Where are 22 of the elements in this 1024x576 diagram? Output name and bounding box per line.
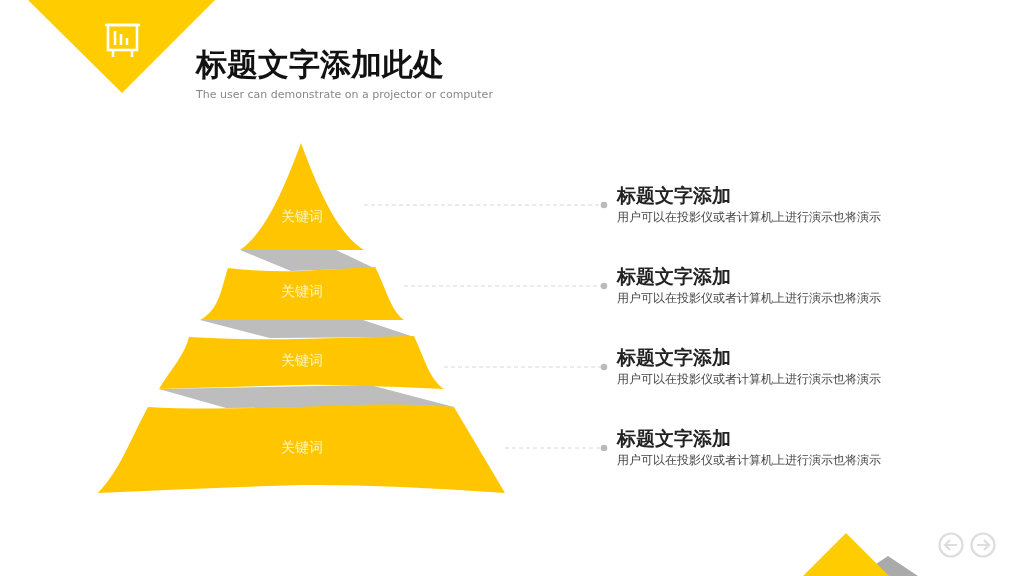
keyword-label: 关键词: [281, 207, 323, 225]
pyramid-layer: [159, 334, 444, 389]
leader-line: [403, 282, 608, 290]
pyramid-layer: [98, 402, 505, 494]
item-heading: 标题文字添加: [617, 183, 732, 208]
item-description: 用户可以在投影仪或者计算机上进行演示也将演示: [617, 290, 882, 307]
item-description: 用户可以在投影仪或者计算机上进行演示也将演示: [617, 452, 882, 469]
item-description: 用户可以在投影仪或者计算机上进行演示也将演示: [617, 209, 882, 226]
pyramid-layer: [200, 267, 404, 320]
leader-line: [504, 444, 608, 452]
item-heading: 标题文字添加: [617, 264, 732, 289]
slide-title: 标题文字添加此处: [196, 45, 444, 84]
item-heading: 标题文字添加: [617, 426, 732, 451]
leader-line: [363, 201, 608, 209]
pyramid-layer: [240, 143, 364, 250]
item-description: 用户可以在投影仪或者计算机上进行演示也将演示: [617, 371, 882, 388]
subtitle: The user can demonstrate on a projector or computer: [196, 88, 493, 101]
keyword-label: 关键词: [280, 438, 323, 456]
item-heading: 标题文字添加: [617, 345, 732, 370]
keyword-label: 关键词: [281, 282, 323, 300]
leader-line: [443, 363, 608, 371]
keyword-label: 关键词: [280, 351, 323, 369]
